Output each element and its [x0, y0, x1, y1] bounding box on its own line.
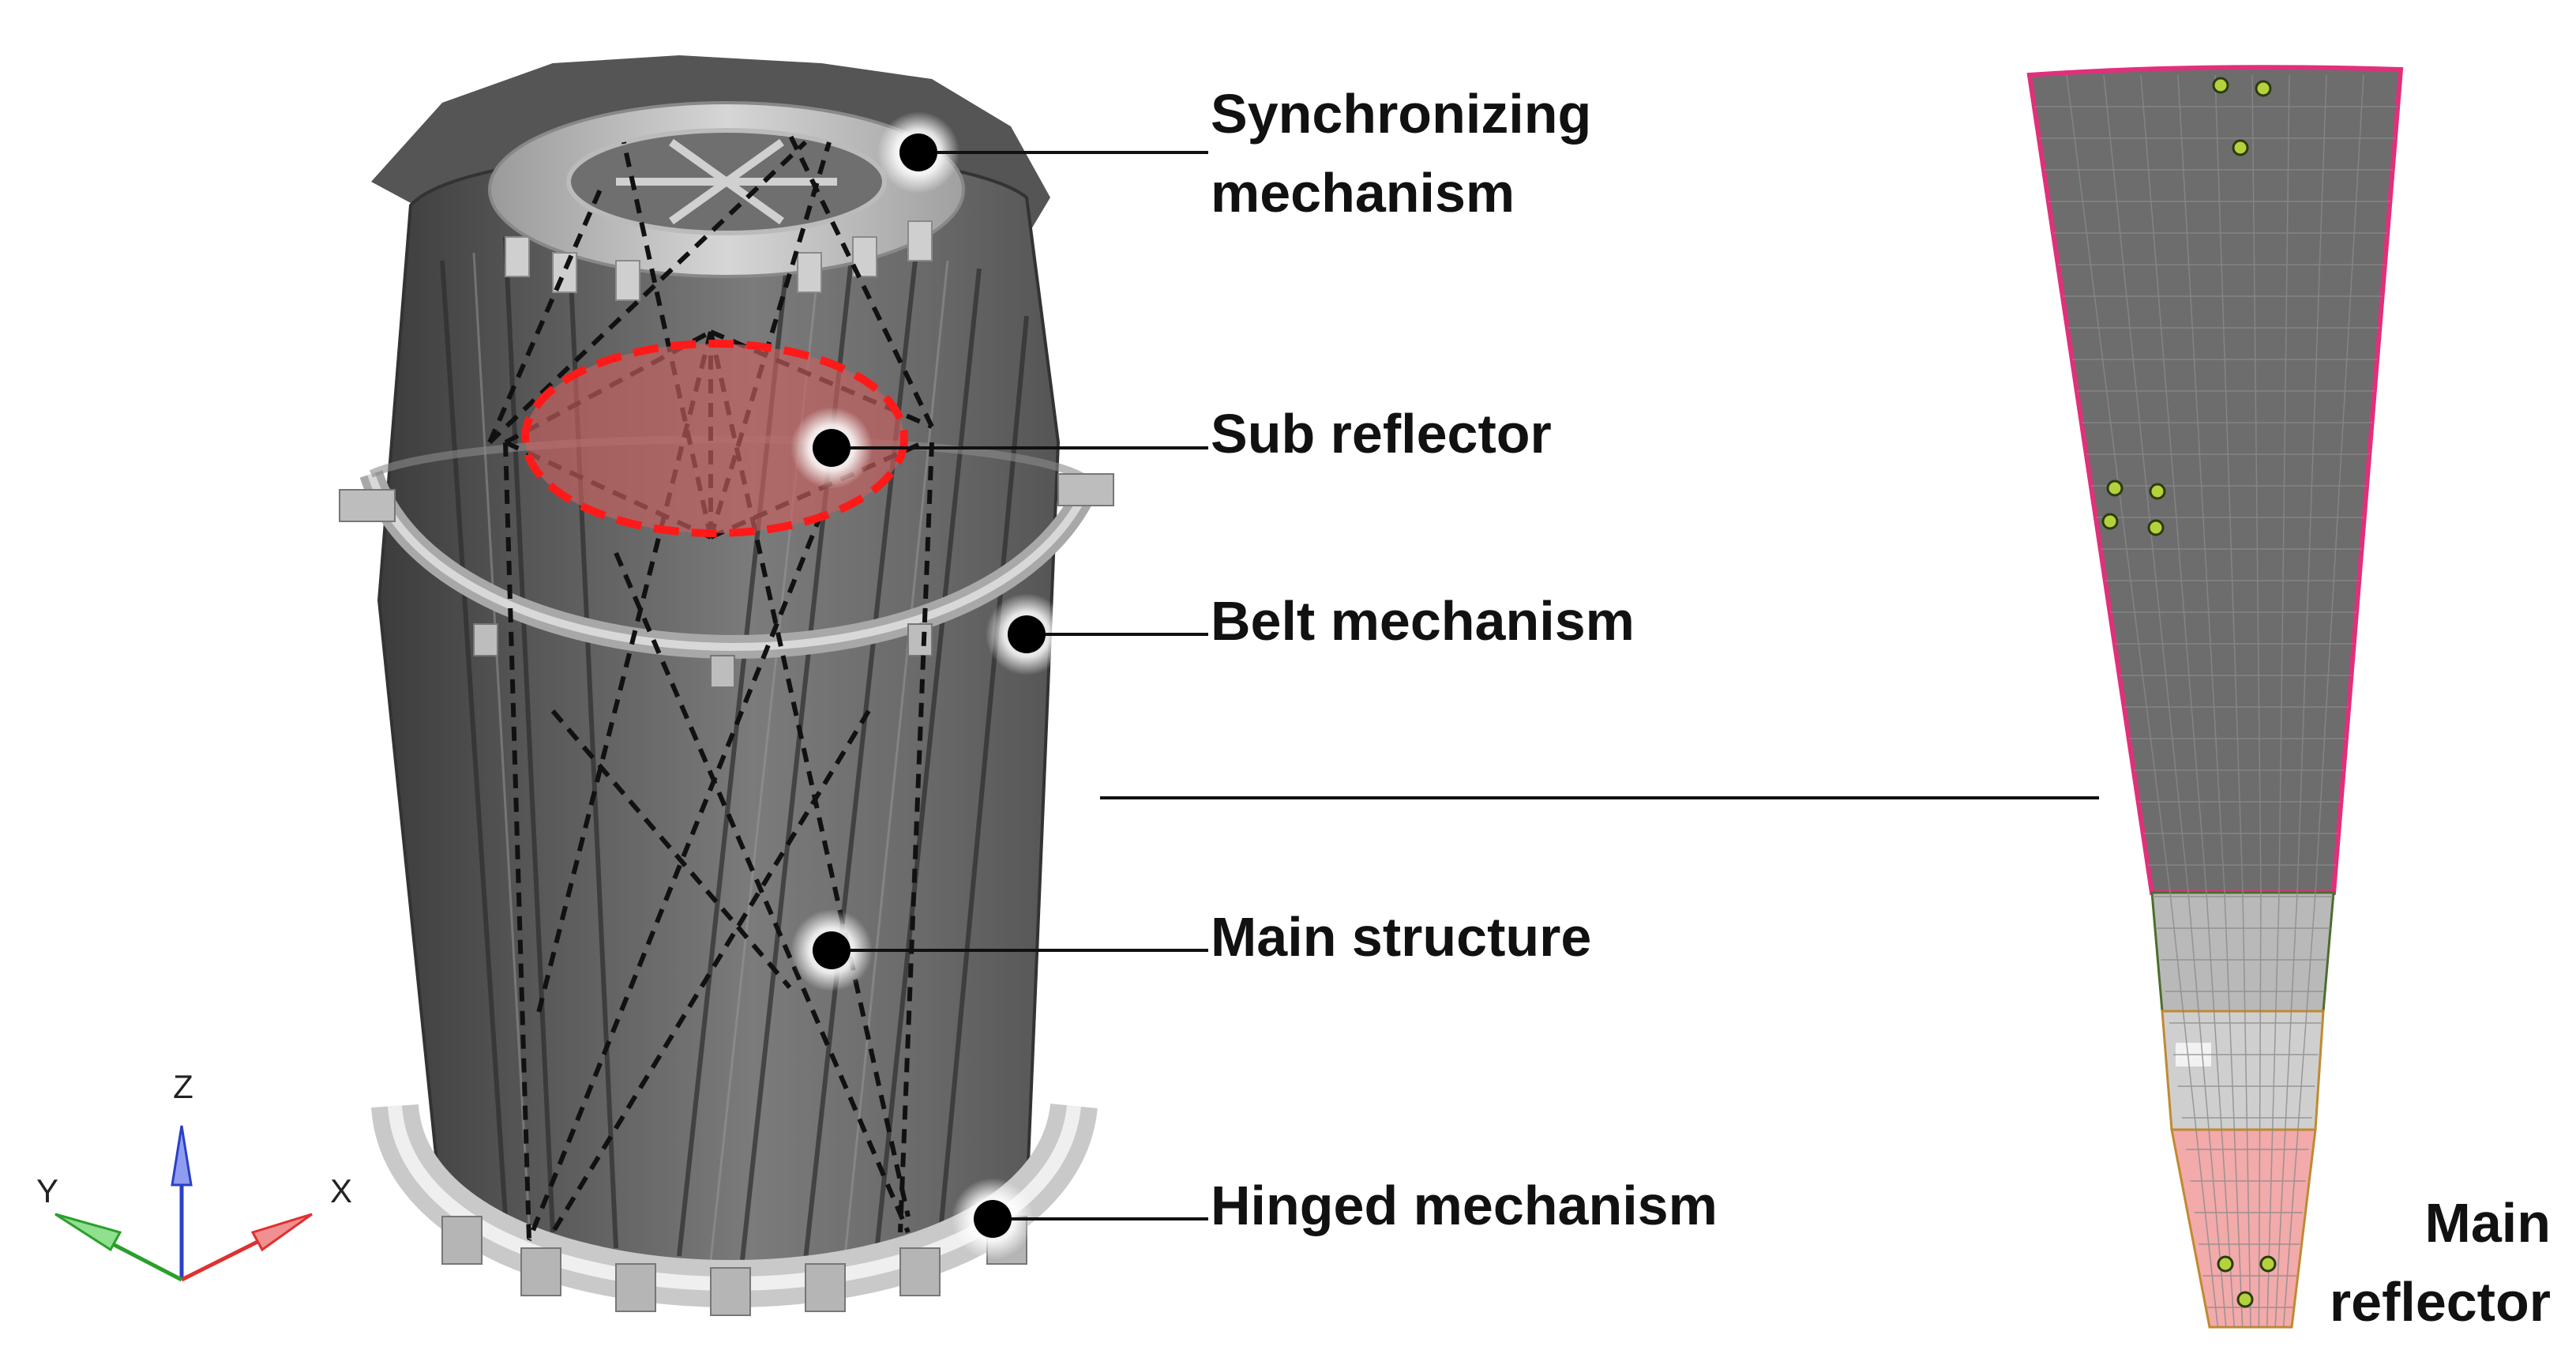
synchronizing-mechanism-model: [488, 101, 965, 301]
callout-dot-sub-reflector: [813, 429, 851, 467]
label-hinged-mechanism: Hinged mechanism: [1211, 1175, 1718, 1236]
belt-mechanism-model: [339, 435, 1114, 688]
callout-dot-synchronizing: [899, 134, 937, 171]
mesh-column-line: [2066, 74, 2219, 1328]
mesh-column-line: [2251, 74, 2262, 1328]
mesh-column-line: [2140, 74, 2235, 1328]
label-main-reflector-line1: Main: [2425, 1192, 2551, 1254]
main-structure-body: [377, 149, 1061, 1264]
component-labels: Synchronizing mechanism Sub reflector Be…: [1211, 83, 2551, 1333]
mesh-column-line: [2266, 74, 2290, 1328]
panel-upper-region: [2026, 65, 2404, 895]
y-axis-arrow-icon: [54, 1213, 122, 1252]
label-belt-mechanism: Belt mechanism: [1211, 590, 1635, 652]
label-synchronizing-line2: mechanism: [1211, 162, 1515, 224]
z-axis-arrow-icon: [171, 1125, 193, 1187]
callout-dot-belt: [1008, 615, 1046, 653]
axis-triad: Z X Y: [36, 1068, 352, 1282]
mesh-column-line: [2177, 74, 2244, 1328]
axis-label-x: X: [330, 1172, 352, 1209]
label-synchronizing-line1: Synchronizing: [1211, 83, 1591, 145]
mesh-column-line: [2282, 74, 2364, 1328]
mesh-column-line: [2103, 74, 2227, 1328]
panel-pink-segment: [2170, 1128, 2317, 1329]
mesh-column-line: [2274, 74, 2327, 1328]
mesh-column-line: [2214, 74, 2251, 1328]
stowed-antenna-model: [339, 55, 1114, 1316]
sub-reflector-model: [521, 340, 908, 537]
panel-fold-lines: [440, 228, 1029, 1261]
axis-label-z: Z: [173, 1068, 193, 1105]
callouts: [790, 111, 2099, 1260]
callout-dot-main-structure: [813, 931, 851, 969]
x-axis-arrow-icon: [250, 1213, 313, 1252]
callout-dot-hinged: [974, 1200, 1012, 1238]
label-main-reflector-line2: reflector: [2330, 1271, 2551, 1333]
label-main-structure: Main structure: [1211, 906, 1591, 968]
panel-node-markers: [2101, 77, 2277, 1308]
label-sub-reflector: Sub reflector: [1211, 403, 1552, 464]
axis-label-y: Y: [36, 1172, 58, 1209]
main-reflector-panel: [2026, 65, 2404, 1329]
